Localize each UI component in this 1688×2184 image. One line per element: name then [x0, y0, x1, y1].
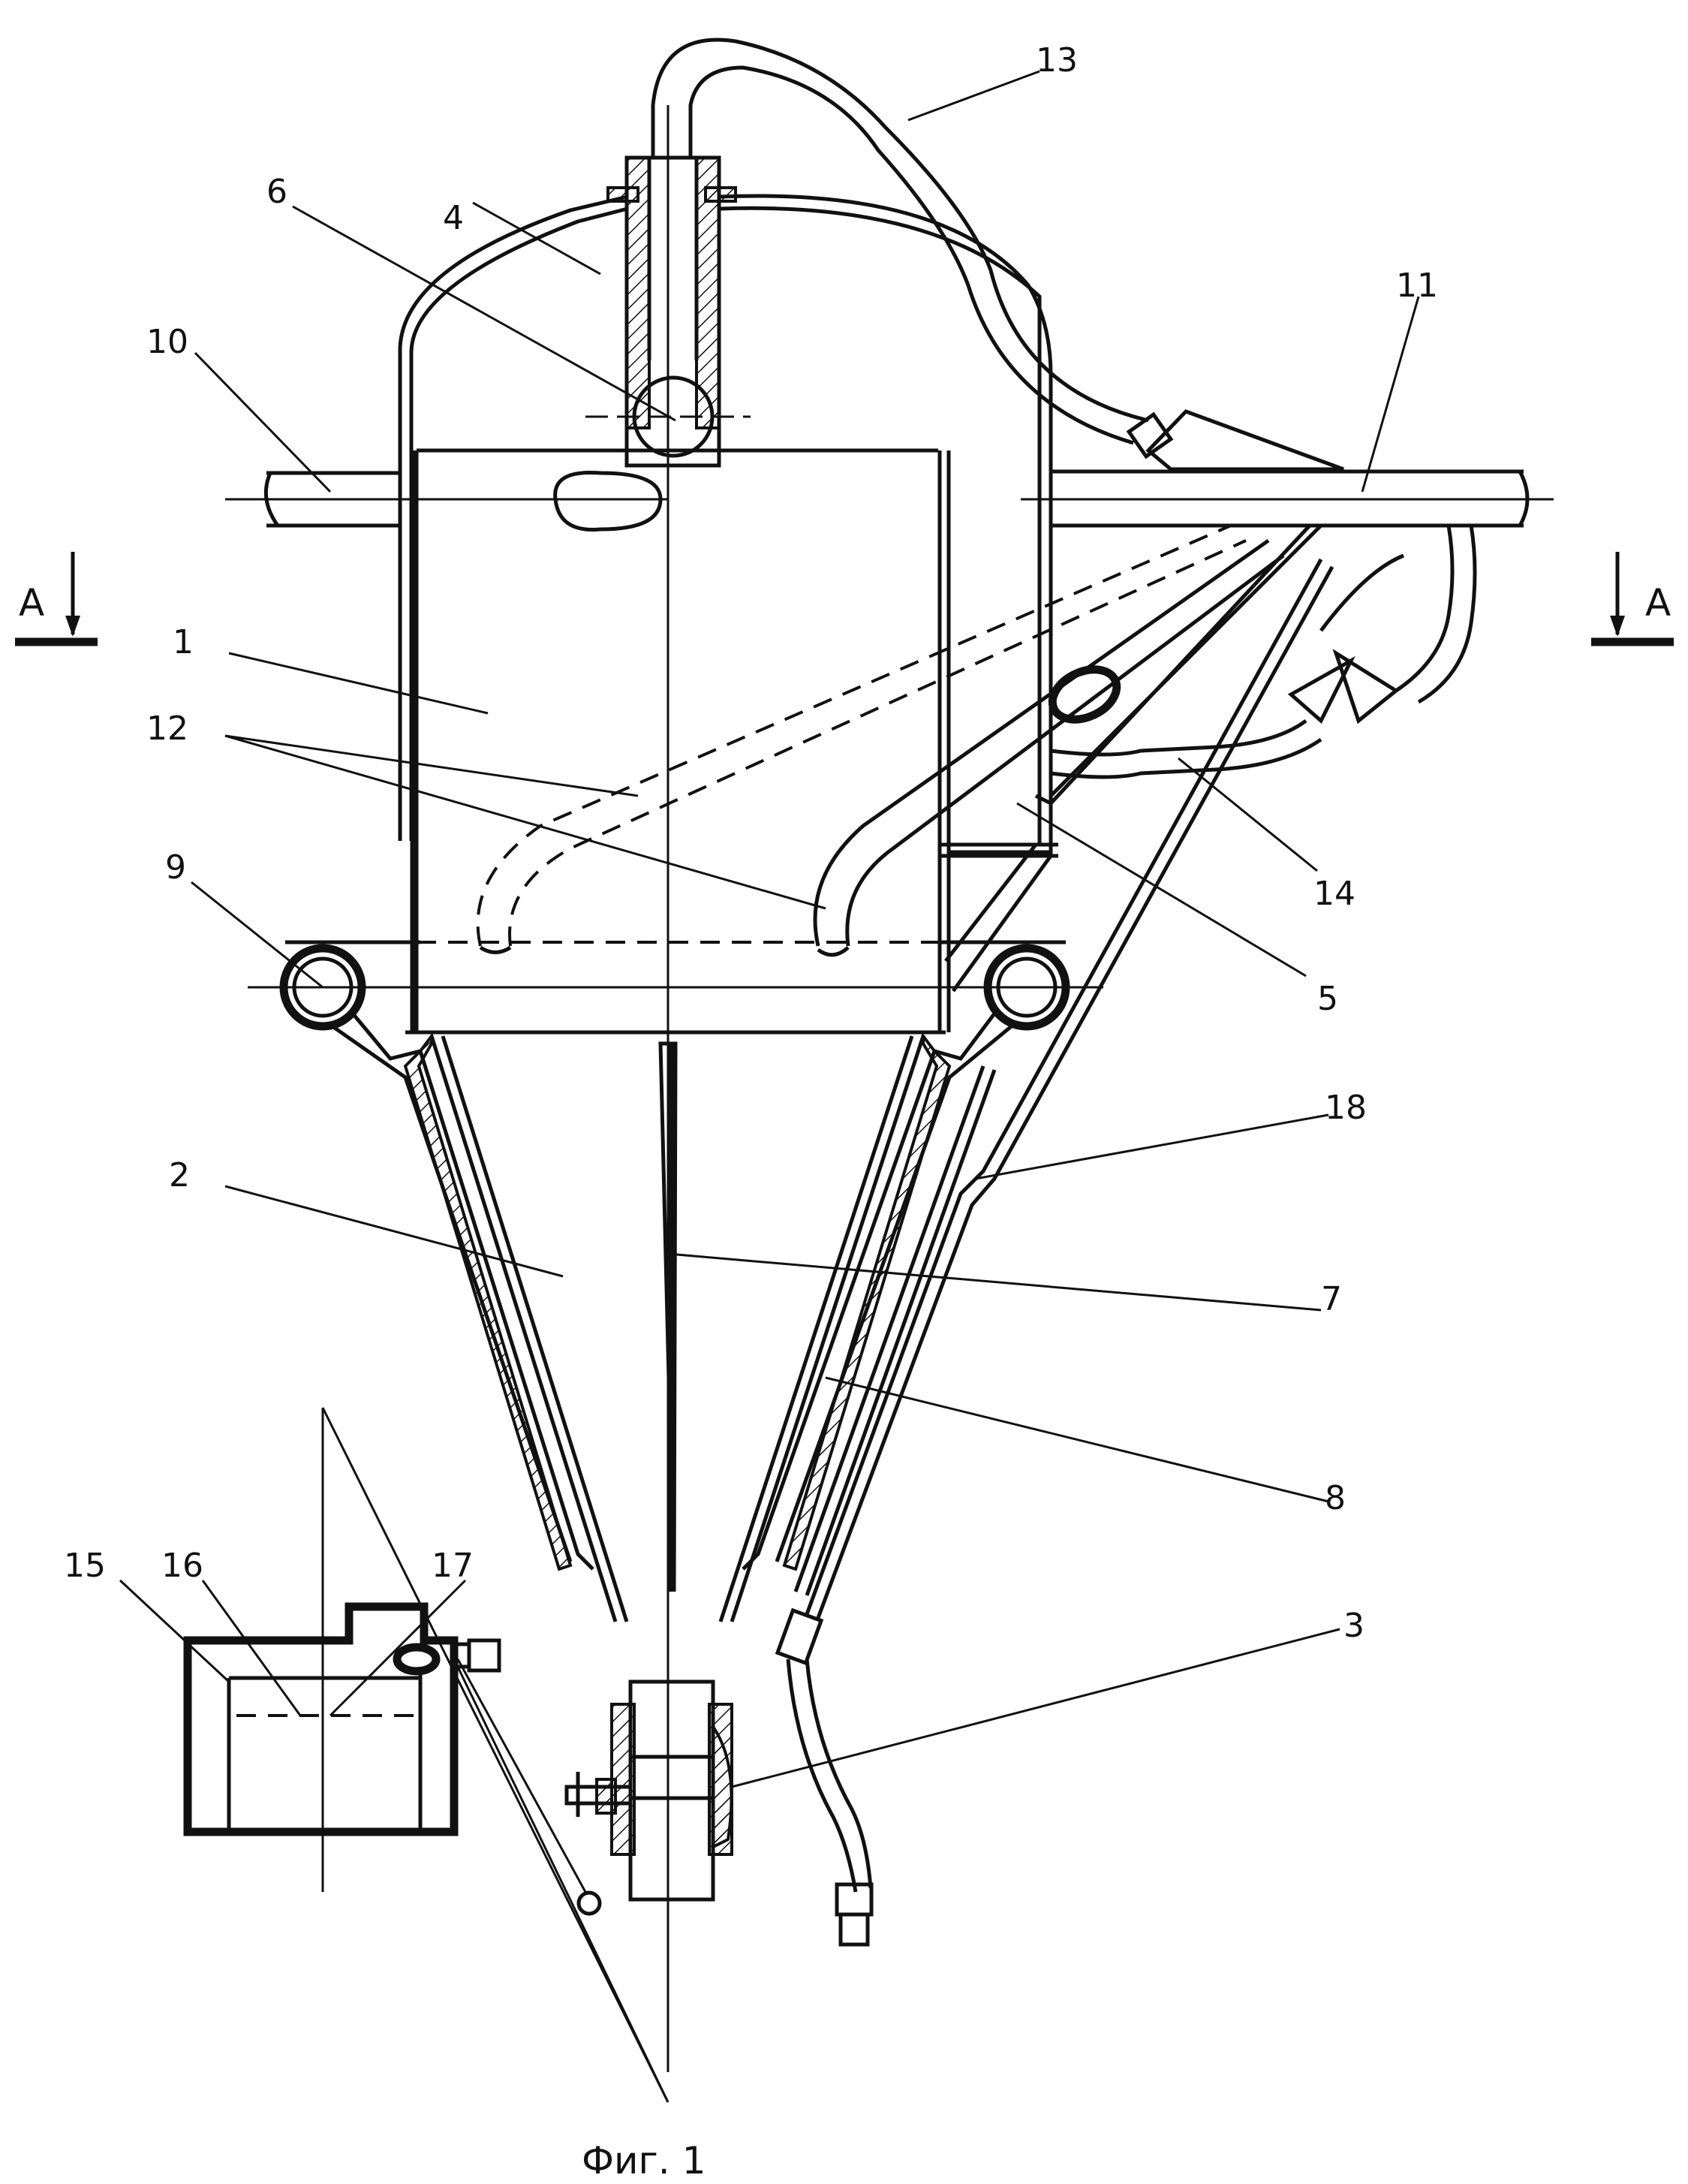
outlet-valve-3	[567, 1682, 732, 1899]
label-18: 18	[1325, 1089, 1367, 1127]
section-label-left: A	[19, 581, 44, 625]
ring-collector-9	[248, 942, 1103, 1026]
top-inlet-assembly	[585, 40, 1148, 465]
reference-numbers: 1 2 3 4 5 6 7 8 9 10 11 12 13 14 15 16 1…	[64, 41, 1438, 1645]
label-5: 5	[1317, 980, 1338, 1018]
pipe-11	[1021, 471, 1554, 526]
bypass-pipe-14	[1051, 526, 1475, 777]
outlet-box	[946, 526, 1321, 991]
label-2: 2	[169, 1156, 190, 1194]
label-3: 3	[1343, 1607, 1365, 1645]
hose-connector	[1129, 411, 1343, 469]
cone-2	[330, 1014, 1013, 1622]
label-1: 1	[173, 623, 194, 661]
label-14: 14	[1313, 875, 1356, 913]
label-6: 6	[266, 173, 287, 211]
section-marker-left: A	[15, 552, 98, 642]
label-17: 17	[432, 1547, 474, 1585]
section-label-right: A	[1645, 581, 1671, 625]
label-8: 8	[1325, 1479, 1346, 1517]
label-16: 16	[161, 1547, 203, 1585]
leader-lines	[120, 71, 1419, 1787]
label-4: 4	[443, 199, 464, 237]
label-12: 12	[146, 709, 188, 748]
inner-cylinder	[405, 450, 949, 1032]
label-15: 15	[64, 1547, 106, 1585]
figure-caption: Фиг. 1	[582, 2139, 706, 2182]
label-7: 7	[1321, 1280, 1342, 1318]
label-11: 11	[1396, 267, 1438, 305]
label-10: 10	[146, 323, 188, 361]
inset-detail	[188, 1408, 668, 2102]
label-9: 9	[165, 848, 186, 887]
pipe-10	[225, 473, 668, 526]
section-marker-right: A	[1591, 552, 1674, 642]
label-13: 13	[1036, 41, 1078, 80]
